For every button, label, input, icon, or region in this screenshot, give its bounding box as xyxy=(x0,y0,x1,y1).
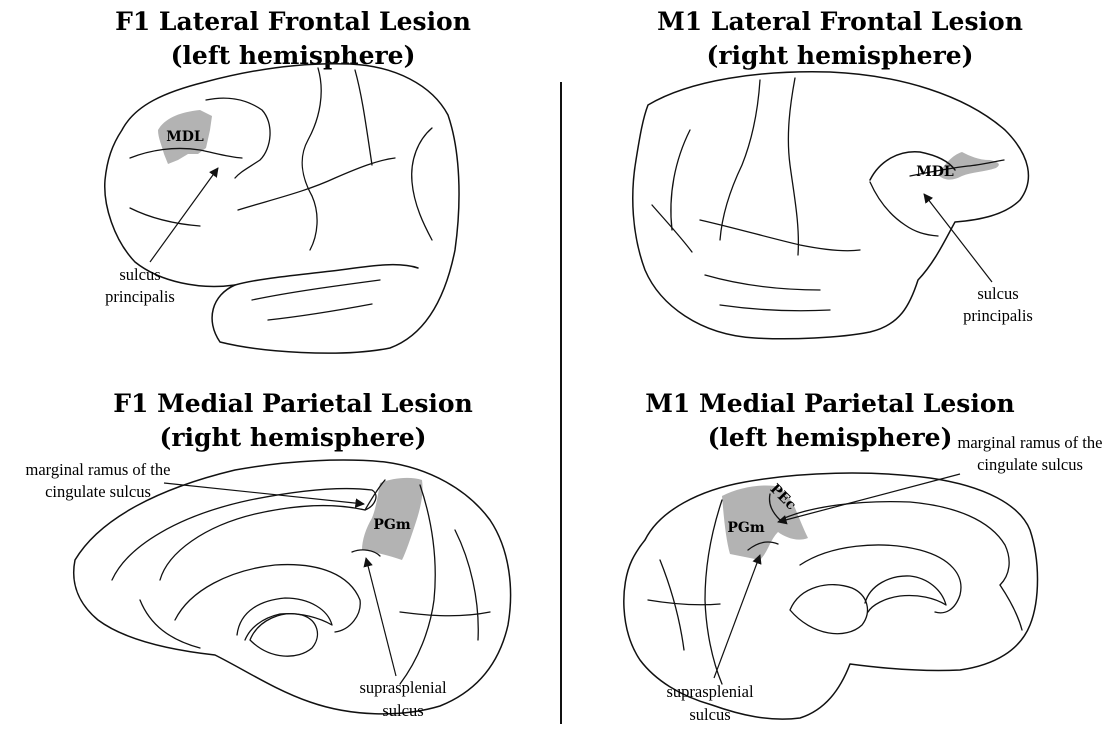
lunate-sulcus xyxy=(671,130,690,230)
label-sulcus: sulcus xyxy=(977,284,1018,303)
panel-title: F1 Lateral Frontal Lesion xyxy=(115,7,471,36)
thalamus-outline xyxy=(250,614,317,656)
brain-lateral-left-hemisphere xyxy=(105,64,459,353)
arrow-marginal-ramus xyxy=(778,474,960,522)
sylvian-fissure xyxy=(700,220,860,251)
cingulate-sulcus xyxy=(112,488,376,580)
panel-title: F1 Medial Parietal Lesion xyxy=(113,389,473,418)
central-sulcus xyxy=(302,68,321,250)
label-sulcus: sulcus xyxy=(119,265,160,284)
rostral-sulcus xyxy=(1000,585,1022,630)
panel-subtitle: (right hemisphere) xyxy=(707,41,974,70)
panel-f1-medial-parietal: F1 Medial Parietal Lesion (right hemisph… xyxy=(26,389,511,720)
superior-temporal-sulcus xyxy=(705,275,820,290)
thalamus-outline xyxy=(790,585,867,634)
brain-lateral-right-hemisphere xyxy=(633,72,1029,339)
arrow-sulcus-principalis xyxy=(924,194,992,282)
arrow-marginal-ramus xyxy=(164,483,364,504)
temporal-lobe-line xyxy=(235,265,418,285)
region-label-pgm: PGm xyxy=(727,520,764,536)
panel-title: M1 Medial Parietal Lesion xyxy=(645,389,1014,418)
temporal-sulcus-lower xyxy=(268,304,372,320)
label-sulcus: sulcus xyxy=(382,701,423,720)
cingulate-sulcus xyxy=(780,502,1009,585)
intraparietal-sulcus xyxy=(720,80,760,240)
label-suprasplenial: suprasplenial xyxy=(359,678,446,697)
label-sulcus: sulcus xyxy=(689,705,730,724)
label-suprasplenial: suprasplenial xyxy=(666,682,753,701)
label-marginal-ramus: marginal ramus of the xyxy=(958,433,1103,452)
label-cingulate-sulcus: cingulate sulcus xyxy=(977,455,1083,474)
region-label-pgm: PGm xyxy=(373,517,410,533)
callosal-sulcus xyxy=(175,565,360,632)
orbital-sulcus xyxy=(130,208,200,226)
lingual-sulcus xyxy=(660,560,684,650)
callosal-sulcus xyxy=(800,545,961,613)
panel-m1-medial-parietal: M1 Medial Parietal Lesion (left hemisphe… xyxy=(624,389,1103,724)
arcuate-sulcus xyxy=(870,182,938,236)
panel-m1-lateral-frontal: M1 Lateral Frontal Lesion (right hemisph… xyxy=(633,7,1033,339)
superior-temporal-sulcus xyxy=(252,280,380,300)
arrow-suprasplenial-sulcus xyxy=(366,558,396,676)
panel-title: M1 Lateral Frontal Lesion xyxy=(657,7,1023,36)
rostral-sulcus xyxy=(140,600,200,648)
arrow-sulcus-principalis xyxy=(150,168,218,262)
lunate-sulcus xyxy=(412,128,432,240)
sylvian-fissure xyxy=(238,158,395,210)
label-marginal-ramus: marginal ramus of the xyxy=(26,460,171,479)
temporal-sulcus-lower xyxy=(720,305,830,311)
region-label-mdl: MDL xyxy=(166,129,204,145)
label-principalis: principalis xyxy=(105,287,175,306)
region-label-mdl: MDL xyxy=(916,164,954,180)
arcuate-sulcus xyxy=(206,98,270,178)
brain-outline xyxy=(633,72,1029,339)
brain-outline xyxy=(105,64,459,353)
panel-subtitle: (right hemisphere) xyxy=(160,423,427,452)
intraparietal-sulcus xyxy=(355,70,372,165)
calcarine-sulcus xyxy=(400,612,490,616)
arrow-suprasplenial-sulcus xyxy=(714,555,760,678)
occipital-sulcus xyxy=(652,205,692,252)
lingual-sulcus xyxy=(455,530,478,640)
panel-f1-lateral-frontal: F1 Lateral Frontal Lesion (left hemisphe… xyxy=(105,7,471,353)
label-principalis: principalis xyxy=(963,306,1033,325)
parieto-occipital-sulcus xyxy=(705,500,722,684)
calcarine-sulcus xyxy=(648,600,720,605)
corpus-callosum xyxy=(865,576,946,612)
label-cingulate-sulcus: cingulate sulcus xyxy=(45,482,151,501)
panel-subtitle: (left hemisphere) xyxy=(708,423,953,452)
central-sulcus xyxy=(788,78,798,255)
